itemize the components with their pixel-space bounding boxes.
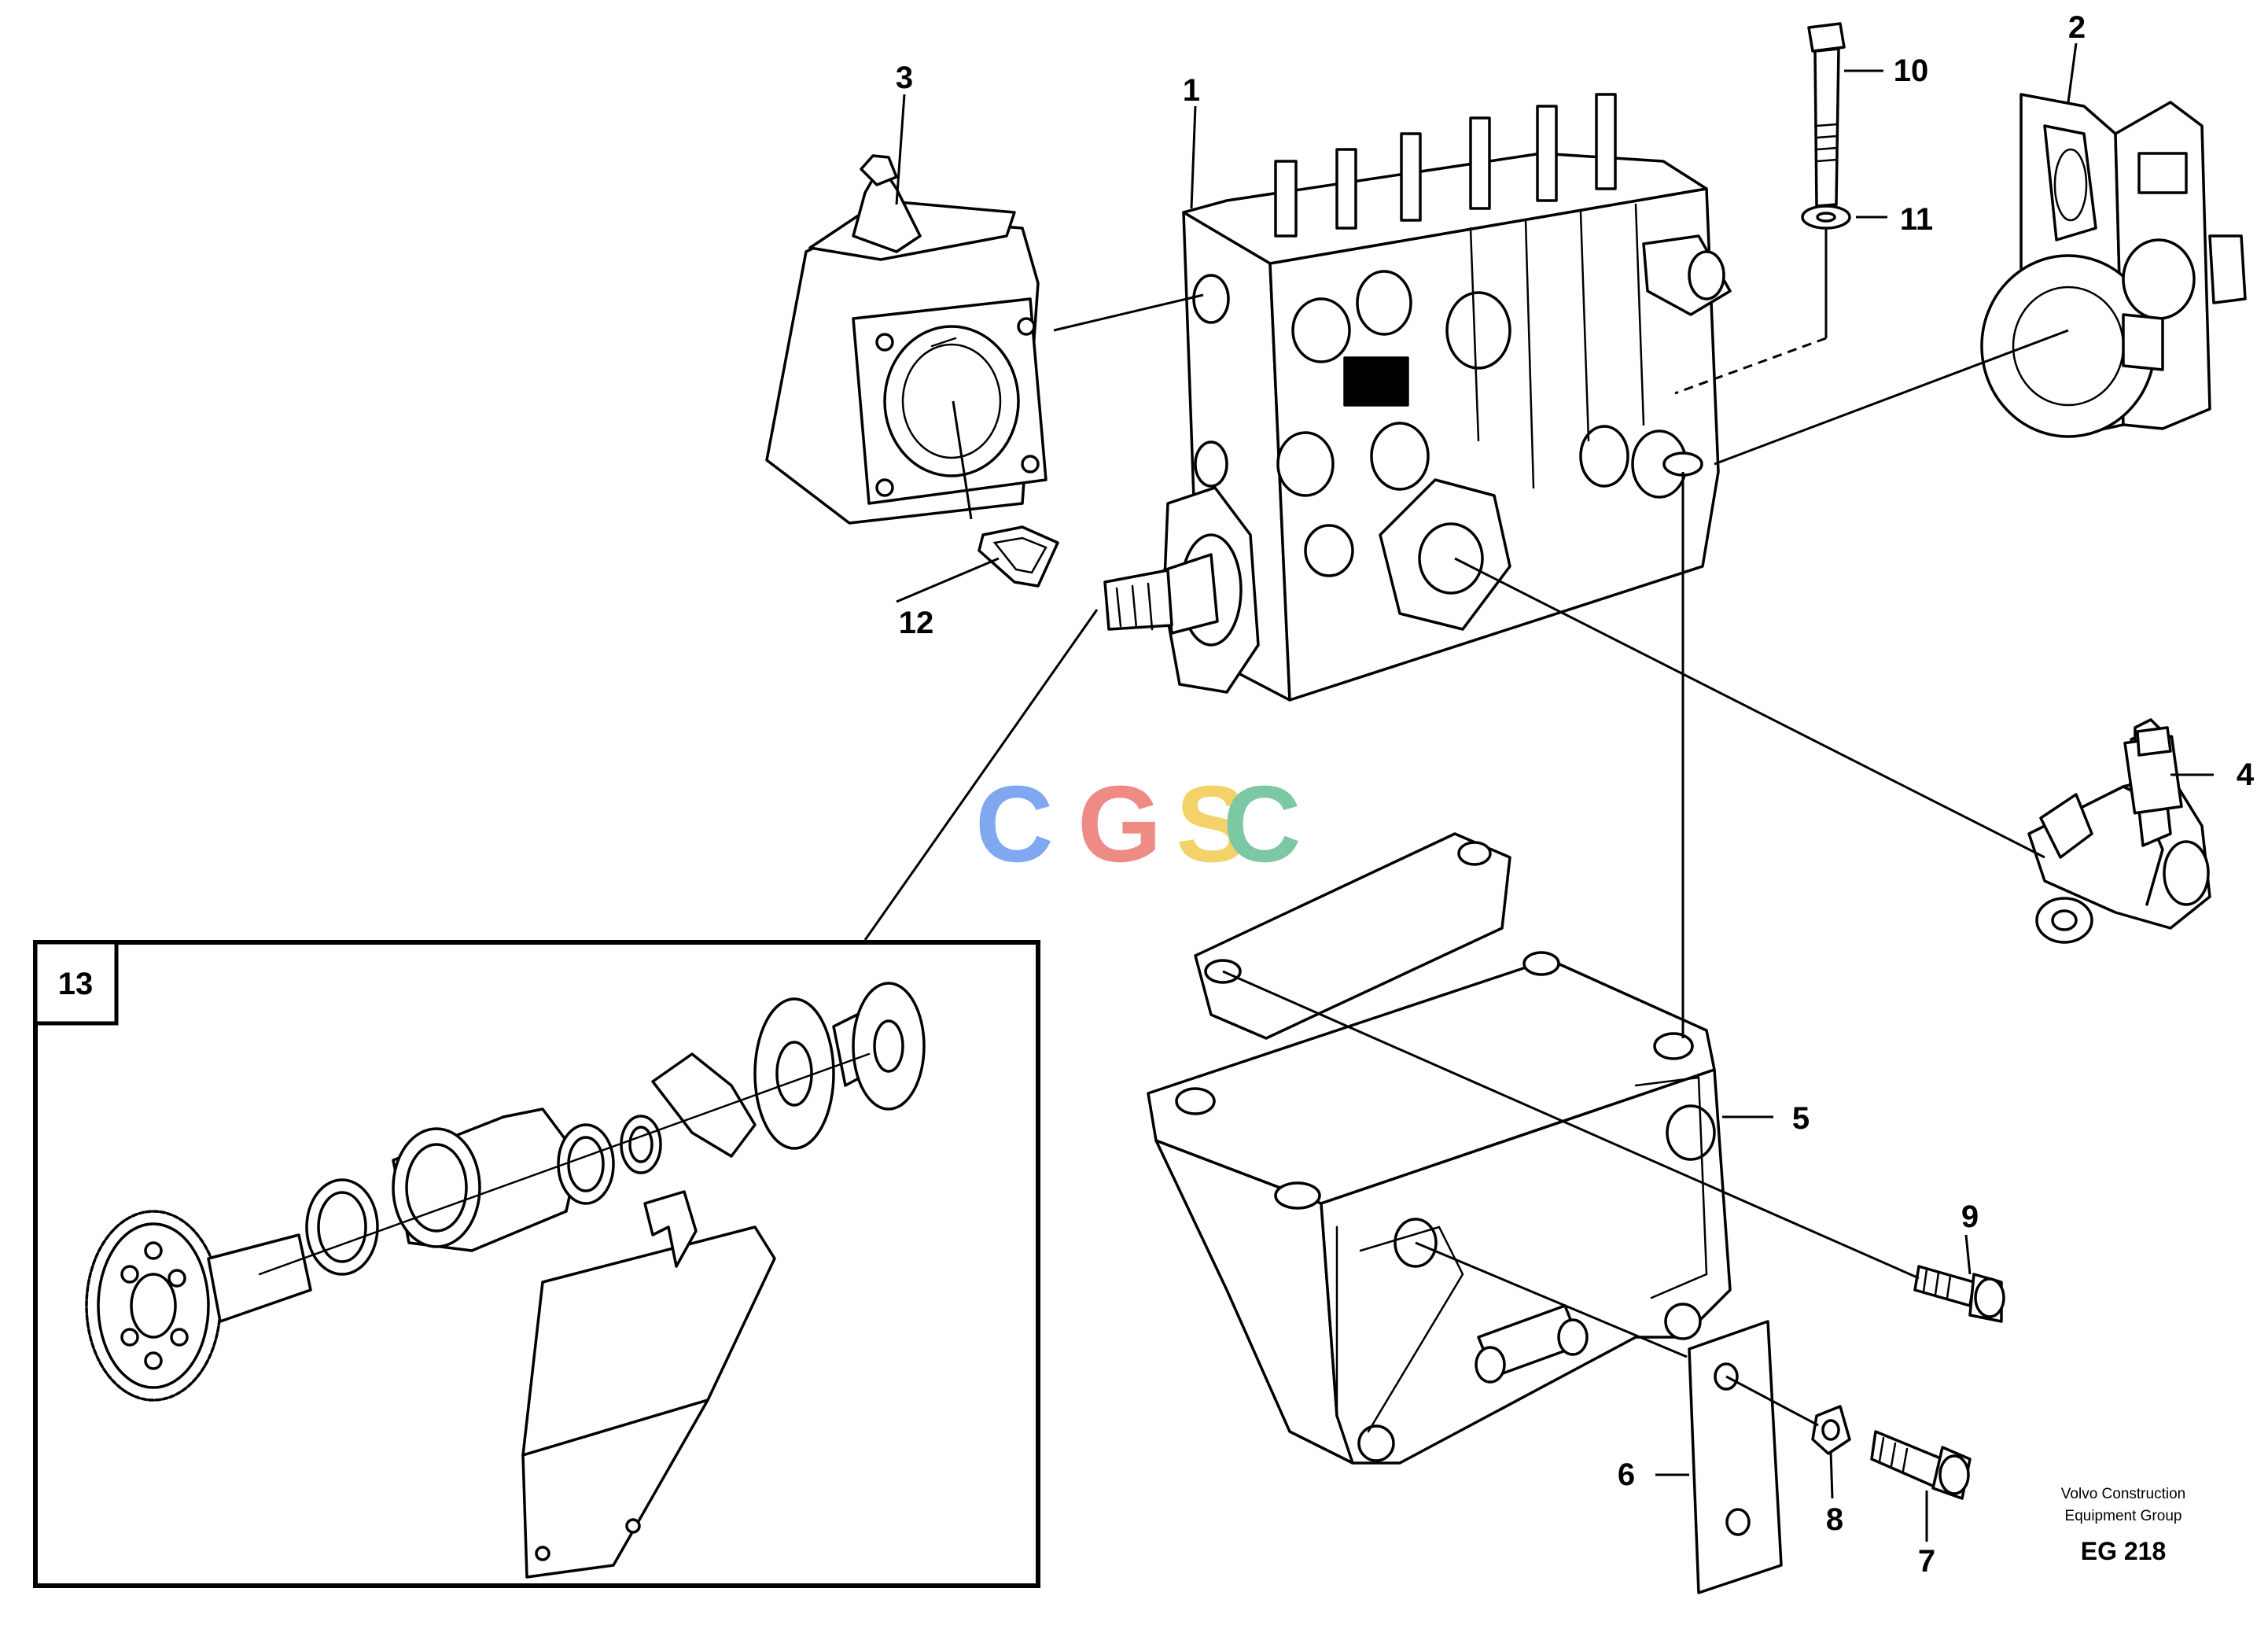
- callout-8: 8: [1826, 1502, 1843, 1537]
- delivery-valve-studs: [1274, 93, 1617, 238]
- callout-7: 7: [1918, 1544, 1935, 1579]
- callout-1: 1: [1183, 73, 1200, 108]
- callout-5: 5: [1792, 1101, 1810, 1136]
- callout-11: 11: [1900, 202, 1933, 237]
- watermark-letter-1: C: [975, 764, 1060, 885]
- credit-block: Volvo Construction Equipment Group EG 21…: [2061, 1486, 2185, 1565]
- part-11-washer: [1801, 205, 1851, 230]
- leader-lines: [863, 42, 2214, 1542]
- callouts: 1 2 3 4 5 6 7 8 9 10 11 12 13: [58, 10, 2255, 1579]
- callout-12: 12: [899, 606, 934, 640]
- part-3-governor-housing: [765, 154, 1047, 525]
- callout-10: 10: [1894, 53, 1929, 88]
- watermark: C G S C: [975, 764, 1308, 885]
- detail-box-13: [33, 940, 1040, 1588]
- callout-2: 2: [2068, 10, 2086, 45]
- part-1-injection-pump: [1103, 93, 1732, 702]
- diagram-reference: EG 218: [2081, 1537, 2167, 1565]
- part-4-feed-pump: [2027, 718, 2211, 944]
- credit-line-2: Equipment Group: [2065, 1508, 2182, 1524]
- part-12-seal: [978, 525, 1059, 588]
- part-7-bolt: [1870, 1430, 1972, 1500]
- part-8-washer: [1811, 1405, 1851, 1455]
- part-2-governor-assembly: [1980, 93, 2247, 438]
- part-6-shim-plate: [1688, 1320, 1783, 1594]
- credit-line-1: Volvo Construction: [2061, 1486, 2185, 1502]
- part-5-bracket: [1147, 832, 1732, 1465]
- watermark-letter-3: S: [1176, 764, 1254, 885]
- callout-9: 9: [1961, 1200, 1979, 1234]
- callout-13: 13: [58, 967, 94, 1001]
- callout-6: 6: [1618, 1458, 1635, 1492]
- callout-4: 4: [2237, 757, 2255, 792]
- part-10-bolt: [1807, 22, 1846, 208]
- watermark-letter-2: G: [1077, 764, 1168, 885]
- part-9-bolt: [1913, 1265, 2005, 1323]
- watermark-letter-4: C: [1223, 764, 1308, 885]
- callout-3: 3: [896, 61, 913, 95]
- drive-gear: [85, 1210, 222, 1402]
